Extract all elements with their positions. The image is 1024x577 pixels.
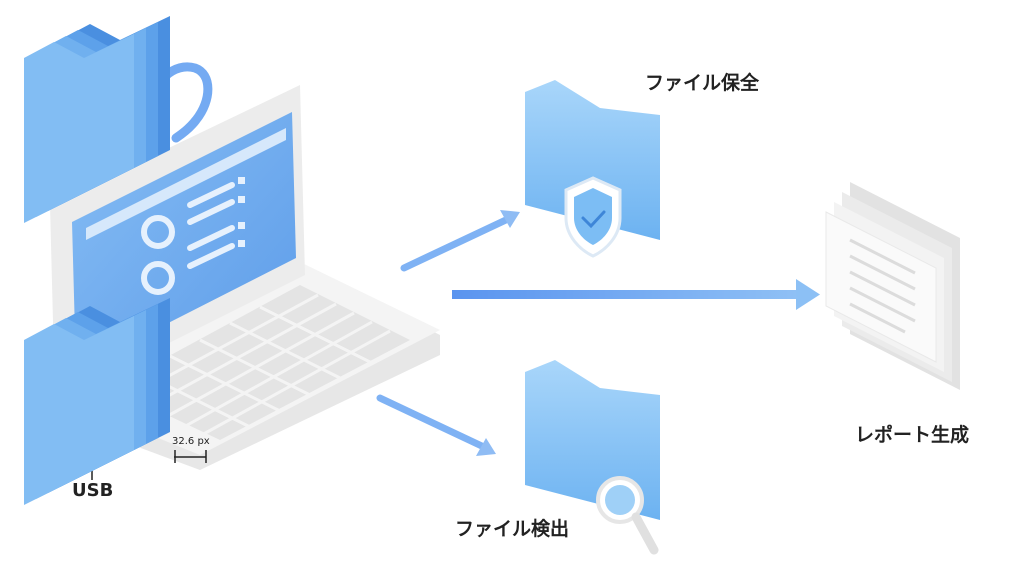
keyboard (110, 285, 410, 440)
folder-front (525, 80, 660, 240)
magnifier-icon (596, 476, 659, 555)
folder-layer (24, 34, 134, 223)
folder-stack-protect (24, 16, 660, 258)
label-file-detect: ファイル検出 (455, 518, 570, 540)
arrow-to-detect (376, 394, 496, 456)
arrow-to-protect (400, 210, 520, 272)
folder-stack-detect (24, 298, 660, 555)
label-report: レポート生成 (855, 424, 970, 446)
label-usb: USB (72, 480, 114, 501)
screen-content (141, 177, 245, 295)
screen-header-bar (86, 128, 286, 240)
measure-arrow (174, 450, 207, 463)
shield-check-icon (564, 176, 622, 258)
label-measure: 32.6 px (172, 436, 210, 447)
arrow-to-report (452, 279, 820, 310)
label-file-protect: ファイル保全 (645, 72, 760, 94)
folder-layer (24, 316, 134, 505)
laptop-screen (72, 112, 296, 370)
document-stack-icon (825, 182, 960, 390)
